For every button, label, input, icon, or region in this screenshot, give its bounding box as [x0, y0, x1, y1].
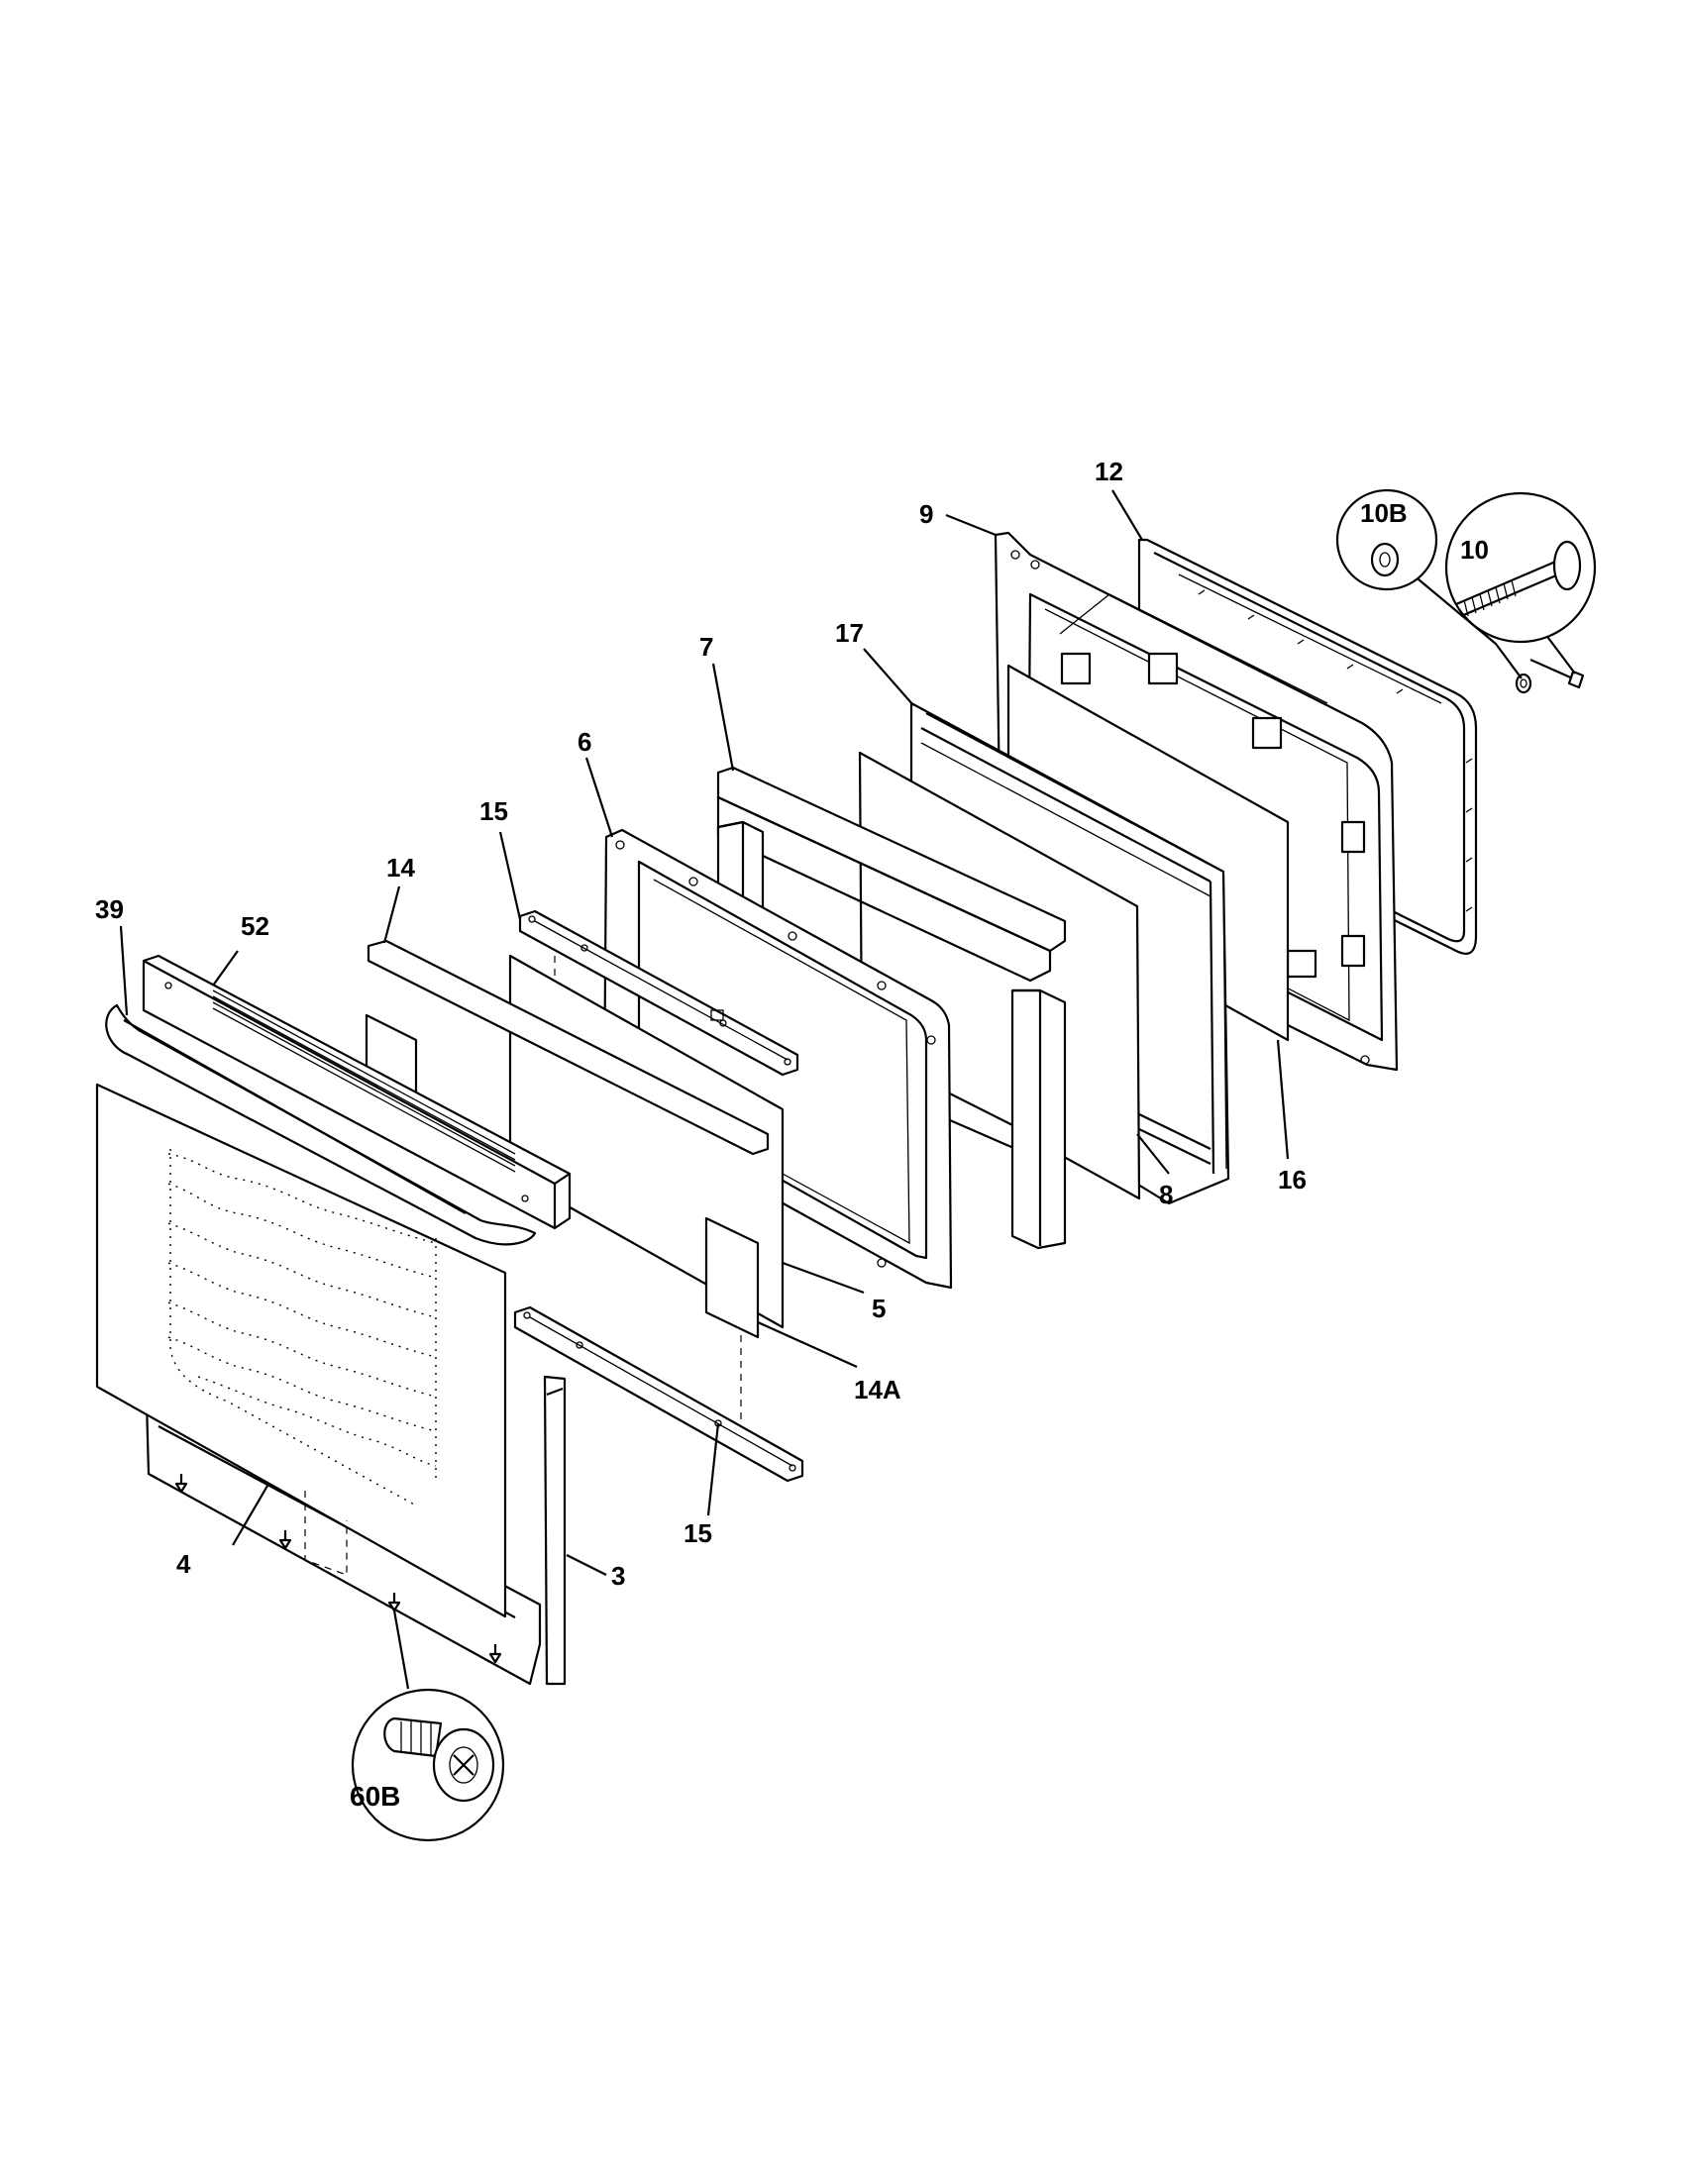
screw-icon	[278, 1530, 292, 1550]
callout-4: 4	[176, 1549, 191, 1579]
callout-3: 3	[611, 1561, 625, 1591]
callout-15-top: 15	[479, 796, 508, 826]
part-39-handle	[105, 1003, 537, 1246]
part-52-top-trim	[142, 954, 572, 1230]
detail-circle-60B	[351, 1688, 505, 1842]
part-14A-pad	[704, 1216, 760, 1339]
callout-8: 8	[1159, 1180, 1173, 1209]
leader-lines	[119, 489, 1290, 1690]
callout-12: 12	[1095, 457, 1123, 486]
callout-17: 17	[835, 618, 864, 648]
detail-circle-10B	[1335, 488, 1523, 679]
callout-7: 7	[699, 632, 713, 662]
callout-6: 6	[578, 727, 591, 757]
callout-15-bottom: 15	[684, 1518, 712, 1548]
screw-icon	[174, 1474, 188, 1494]
part-4-outer-glass	[95, 1083, 507, 1618]
screws-bottom	[174, 1474, 502, 1664]
callout-52: 52	[241, 911, 269, 941]
callout-10: 10	[1460, 535, 1489, 565]
part-15-bottom-bracket	[513, 1305, 804, 1483]
detail-circle-10	[1444, 491, 1597, 675]
callout-9: 9	[919, 499, 933, 529]
callout-16: 16	[1278, 1165, 1307, 1195]
callout-60B: 60B	[350, 1781, 400, 1812]
callout-10B: 10B	[1360, 498, 1408, 528]
hinge-screw-small	[1515, 658, 1585, 694]
screw-icon	[387, 1593, 401, 1612]
callout-14A: 14A	[854, 1375, 901, 1404]
callout-14: 14	[386, 853, 415, 883]
callout-5: 5	[872, 1294, 886, 1323]
callout-39: 39	[95, 894, 124, 924]
part-14-strip	[367, 939, 770, 1156]
part-15-top-bracket	[518, 909, 799, 1077]
screw-icon	[488, 1644, 502, 1664]
callout-labels: 39 52 14 15 6 7 17 9 12 10B 10 16 8 5 14…	[95, 457, 1489, 1812]
